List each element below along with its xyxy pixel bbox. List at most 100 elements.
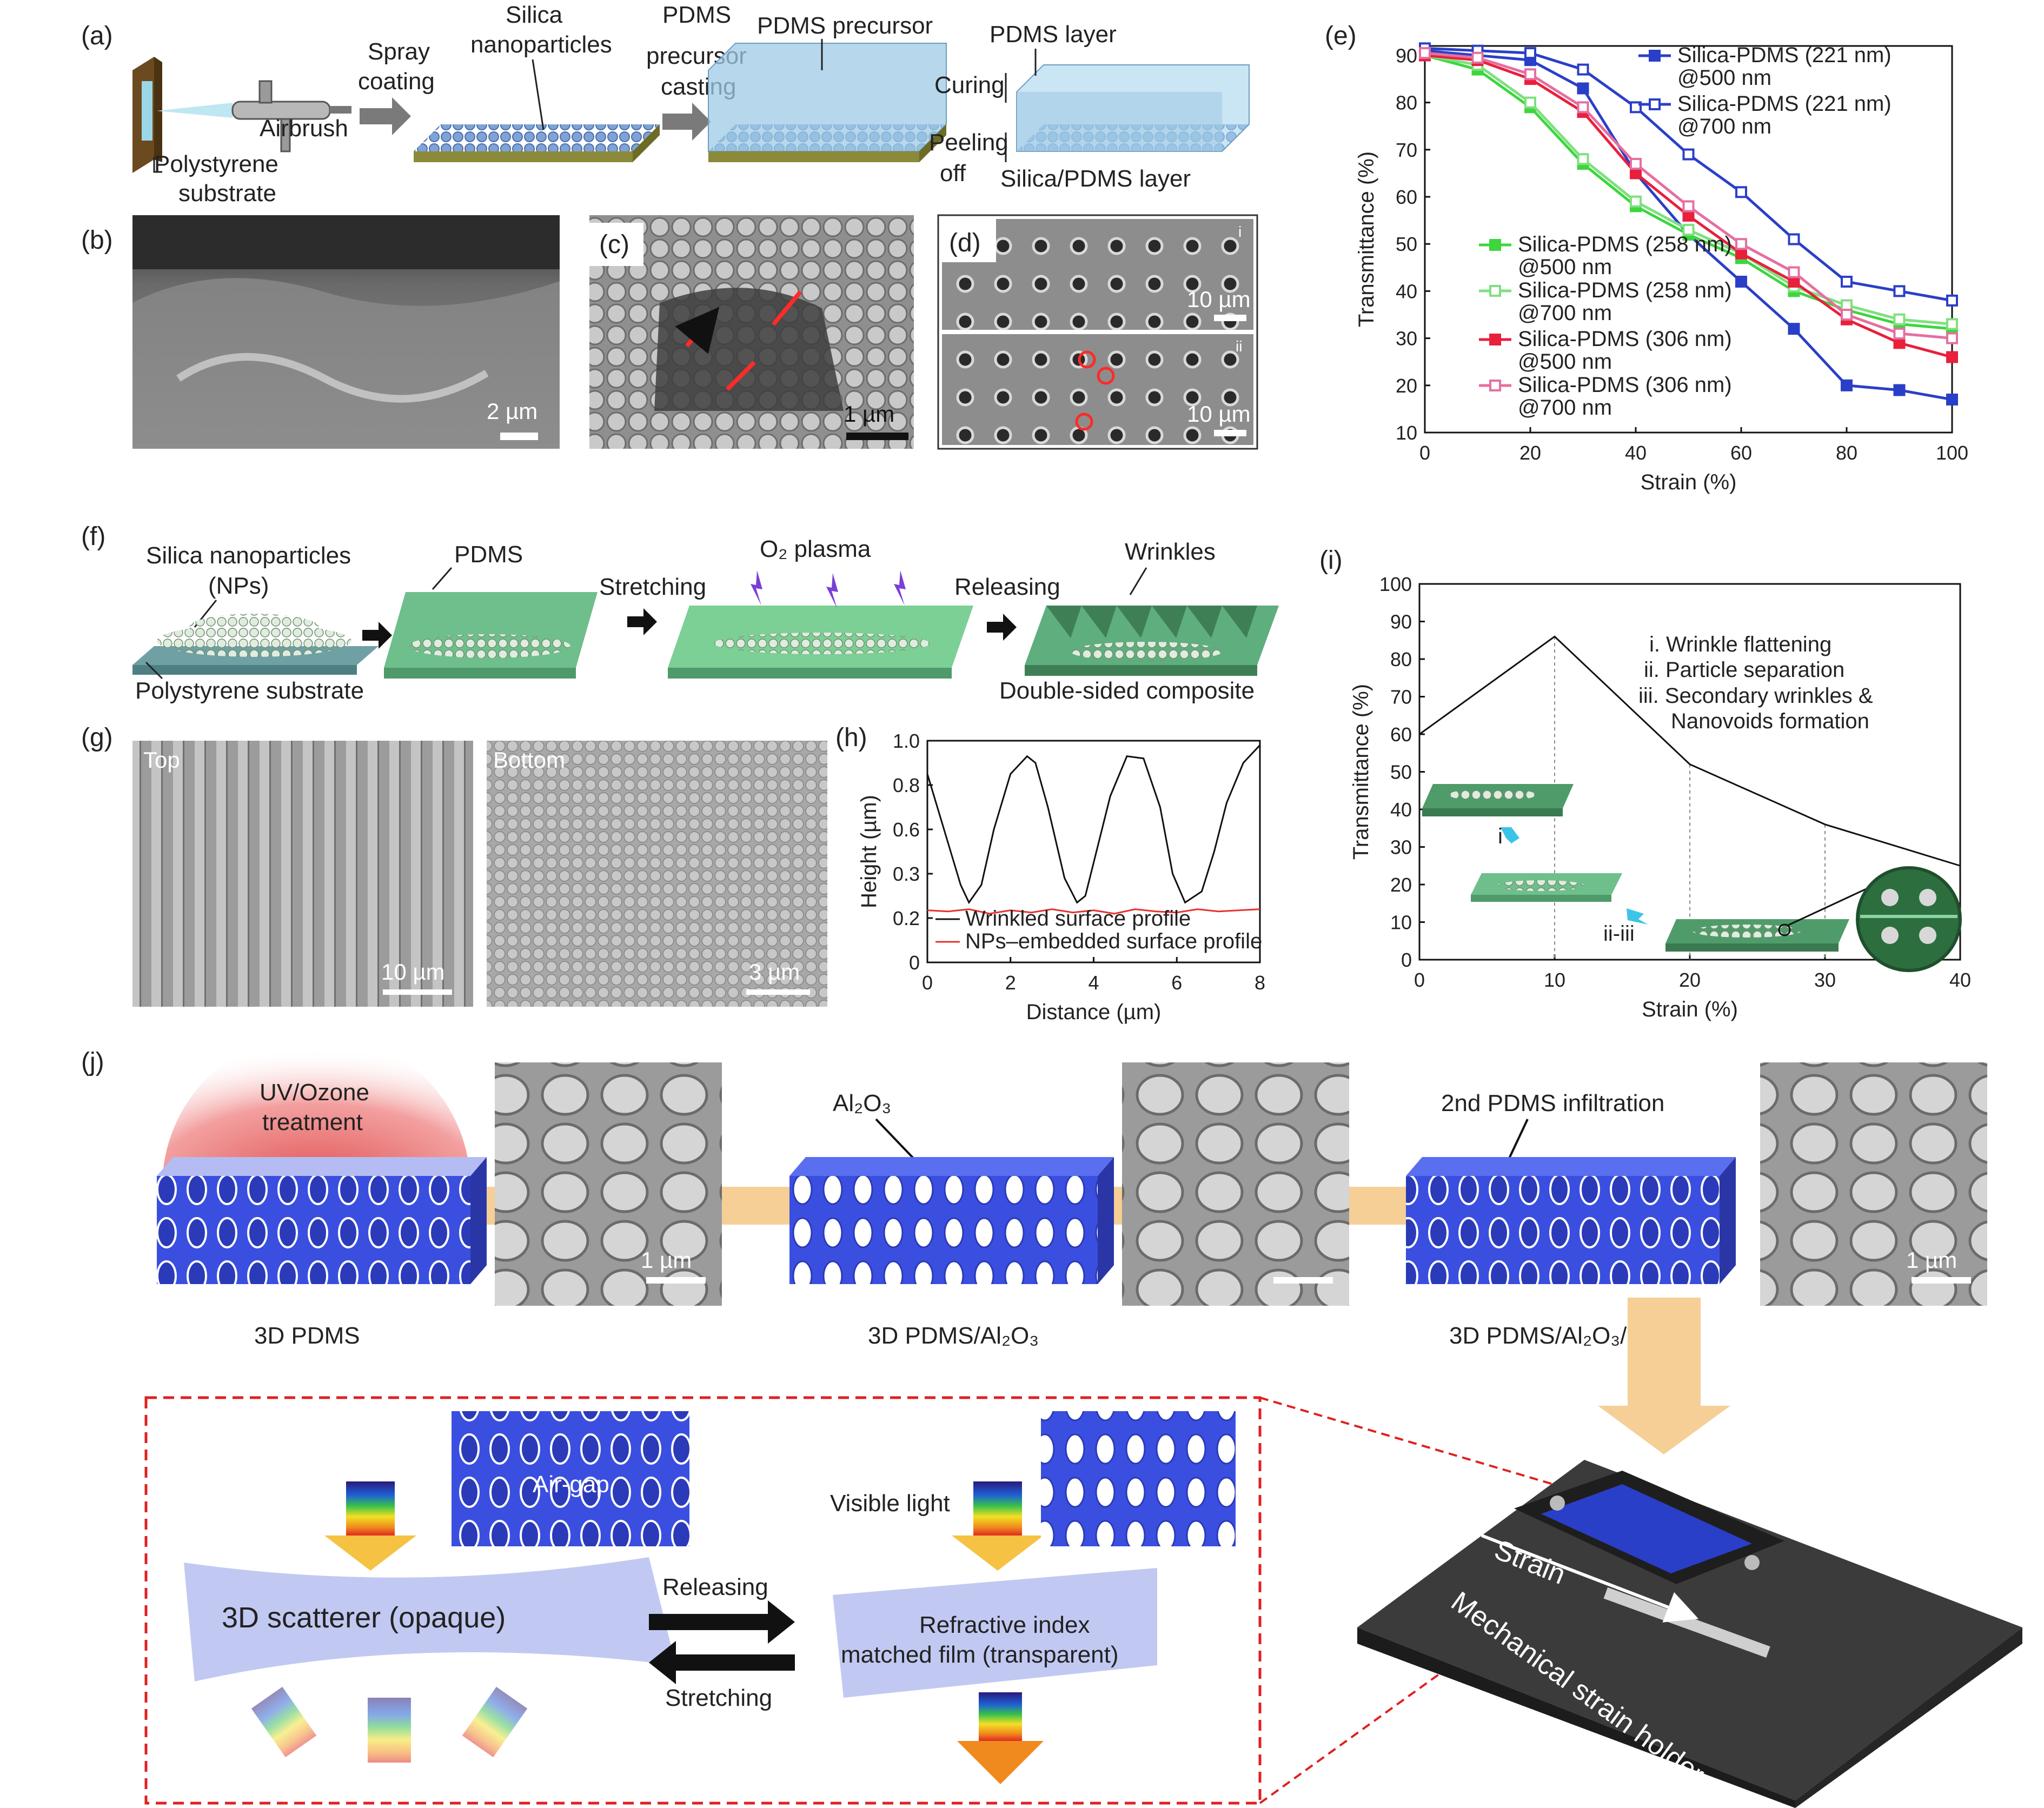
- chart-i-xtick-label: 30: [1814, 969, 1836, 991]
- i-marker-i: i: [1498, 825, 1503, 848]
- f-substrate-block: [132, 614, 379, 675]
- chart-e-point: [1841, 309, 1853, 321]
- j-scale-bar-3: [1912, 1277, 1971, 1284]
- chart-h-series-line-1: [927, 908, 1260, 915]
- spray-label-2: coating: [358, 68, 435, 95]
- j-stretching-label: Stretching: [665, 1685, 772, 1711]
- chart-e-point: [1682, 224, 1695, 236]
- chart-e-legend-name2-2: @500 nm: [1518, 255, 1612, 279]
- j-scattered-light-1: [251, 1686, 317, 1758]
- chart-e-point: [1893, 285, 1906, 297]
- red-arrow-2: [771, 290, 802, 326]
- panel-b: (b) 2 µm: [81, 215, 560, 449]
- chart-e-legend-name-1: Silica-PDMS (221 nm): [1677, 92, 1892, 116]
- chart-i-xtick-label: 20: [1679, 969, 1701, 991]
- chart-e-point: [1577, 82, 1589, 95]
- chart-e-point: [1682, 148, 1695, 161]
- chart-e-point: [1524, 47, 1536, 59]
- panel-g-label: (g): [81, 723, 113, 752]
- chart-e-point: [1630, 167, 1642, 180]
- chart-e-legend-name-0: Silica-PDMS (221 nm): [1677, 43, 1892, 67]
- f-arrow-3: [987, 614, 1017, 641]
- chart-e-point: [1946, 318, 1958, 330]
- g-bottom-scale-bar: [746, 989, 810, 995]
- chart-e-point: [1788, 275, 1800, 288]
- scale-bar-d-ii: [1214, 430, 1246, 436]
- j-caption-1: 3D PDMS: [254, 1322, 360, 1349]
- j-airgap-cube: [452, 1411, 689, 1546]
- j-down-arrow: [1598, 1298, 1730, 1454]
- i-step-1: i. Wrinkle flattening: [1649, 633, 1831, 656]
- chart-i-ytick-label: 90: [1390, 611, 1412, 633]
- scale-bar-b: [500, 433, 538, 440]
- strain-arrow: [1481, 1534, 1699, 1623]
- chart-e-point: [1893, 384, 1906, 396]
- chart-e-xtick-label: 60: [1730, 442, 1752, 464]
- chart-e-ylabel: Transmittance (%): [1355, 151, 1378, 327]
- chart-e-point: [1735, 247, 1747, 260]
- silica-pdms-layer-slab: [1016, 64, 1250, 152]
- f-plasma-label: O₂ plasma: [760, 536, 871, 562]
- chart-h-ytick-label: 0.8: [893, 774, 920, 796]
- silica-pdms-layer-label: Silica/PDMS layer: [1000, 165, 1191, 192]
- chart-i-ytick-label: 80: [1390, 648, 1412, 670]
- chart-e-ytick-label: 40: [1396, 280, 1417, 302]
- i-wrinkled-block: [1422, 784, 1574, 816]
- airbrush-label: Airbrush: [260, 115, 348, 142]
- chart-e-legend-name-4: Silica-PDMS (306 nm): [1518, 327, 1732, 351]
- g-top-scale: 10 µm: [381, 959, 445, 985]
- chart-e-legend-name2-0: @500 nm: [1677, 66, 1771, 90]
- j-uv-label-2: treatment: [262, 1109, 363, 1135]
- chart-e-point: [1841, 275, 1853, 288]
- f-substrate-pointer: [145, 661, 163, 680]
- chart-e-point: [1524, 68, 1536, 81]
- j-stretching-arrow: [649, 1641, 795, 1684]
- red-arrow-3: [726, 361, 756, 391]
- chart-e-point: [1471, 51, 1484, 64]
- f-wrinkles-label: Wrinkles: [1125, 539, 1216, 565]
- chart-i-ytick-label: 60: [1390, 723, 1412, 746]
- chart-e-point: [1577, 63, 1589, 76]
- scale-c-label: 1 µm: [844, 401, 894, 427]
- chart-e-point: [1788, 266, 1800, 278]
- chart-i-ytick-label: 100: [1379, 573, 1412, 595]
- f-silica-label-1: Silica nanoparticles: [146, 542, 351, 569]
- substrate-bracket: [153, 157, 162, 173]
- chart-e-frame: [1424, 45, 1953, 434]
- f-pdms-block: [384, 592, 598, 679]
- chart-e-ytick-label: 70: [1396, 139, 1417, 161]
- j-visible-arrow-out: [979, 1692, 1022, 1741]
- chart-i-ytick-label: 30: [1390, 836, 1412, 859]
- chart-h-legend-name-1: NPs–embedded surface profile: [965, 929, 1262, 953]
- chart-e-xtick-label: 80: [1836, 442, 1857, 464]
- chart-e-point: [1577, 101, 1589, 114]
- chart-e-point: [1893, 327, 1906, 340]
- chart-e-legend-name-3: Silica-PDMS (258 nm): [1518, 278, 1732, 302]
- curing-label: Curing: [934, 72, 1005, 98]
- chart-e-legend-name-2: Silica-PDMS (258 nm): [1518, 232, 1732, 256]
- chart-e-legend-name2-3: @700 nm: [1518, 301, 1612, 325]
- process-arrow-2: [662, 103, 711, 141]
- chart-e-point: [1630, 195, 1642, 208]
- red-circle-3: [1075, 413, 1093, 431]
- chart-e-point: [1946, 351, 1958, 363]
- chart-e-ytick-label: 50: [1396, 233, 1417, 255]
- f-stretching-label: Stretching: [599, 574, 706, 600]
- chart-e-point: [1630, 157, 1642, 170]
- chart-h-xlabel: Distance (µm): [1026, 1000, 1162, 1024]
- i-arrow-1: [1501, 827, 1519, 843]
- j-scattered-light-3: [462, 1686, 528, 1758]
- substrate-label-1: Polystyrene: [154, 151, 278, 177]
- chart-i-ytick-label: 40: [1390, 799, 1412, 821]
- scale-d-ii-label: 10 µm: [1187, 401, 1251, 427]
- sem-image-g-top: [132, 741, 473, 1007]
- chart-e-ytick-label: 80: [1396, 92, 1417, 114]
- chart-i-series: [1419, 635, 1961, 867]
- chart-e-ytick-label: 60: [1396, 186, 1417, 208]
- substrate-label-2: substrate: [178, 180, 276, 207]
- panel-j-label: (j): [81, 1048, 104, 1076]
- chart-e-legend-marker-1: [1649, 98, 1661, 110]
